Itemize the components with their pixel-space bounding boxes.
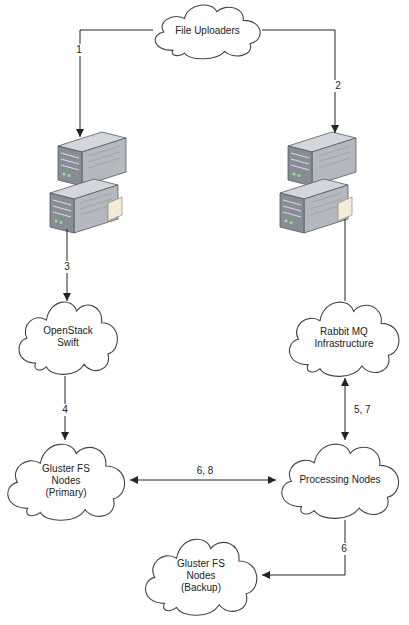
server-unit: [58, 132, 126, 186]
cloud-shape: [19, 302, 118, 374]
cloud-label: File Uploaders: [175, 25, 239, 37]
cloud-text-group: OpenStack Swift: [38, 325, 98, 349]
server-stack: [280, 132, 356, 233]
cloud-body: Processing Nodes: [276, 440, 404, 520]
connector-arrow: [345, 378, 346, 440]
cloud-shape: [289, 302, 398, 376]
connector-arrow: [262, 520, 345, 575]
flow-arrow: [80, 30, 153, 137]
cloud-node: Gluster FS Nodes (Backup): [140, 535, 262, 617]
cloud-shape: [155, 5, 260, 59]
callout-number: 3: [62, 261, 72, 273]
cloud-node: OpenStack Swift: [14, 298, 122, 376]
cloud-node: File Uploaders: [150, 2, 265, 60]
callout-number: 2: [333, 80, 343, 92]
cloud-node: Processing Nodes: [276, 440, 404, 520]
flow-arrow: [262, 30, 335, 133]
cloud-body: File Uploaders: [150, 2, 265, 60]
cloud-body: OpenStack Swift: [14, 298, 122, 376]
cloud-label: Gluster FS Nodes (Backup): [176, 558, 226, 594]
cloud-text-group: Processing Nodes: [299, 474, 380, 486]
paper-card: [338, 197, 352, 221]
cloud-label: OpenStack Swift: [38, 325, 98, 349]
cloud-node: Rabbit MQ Infrastructure: [284, 298, 404, 378]
callout-number: 1: [74, 44, 84, 56]
edge-label: 5, 7: [352, 404, 373, 416]
edge-label: 6, 8: [195, 465, 216, 477]
cloud-text-group: Rabbit MQ Infrastructure: [304, 326, 384, 350]
cloud-label: Processing Nodes: [299, 474, 380, 486]
cloud-text-group: File Uploaders: [175, 25, 239, 37]
cloud-shape: [8, 444, 125, 520]
cloud-shape: [282, 444, 399, 518]
flow-line: [345, 219, 346, 301]
server-unit: [288, 132, 356, 186]
edge-label: 4: [60, 404, 70, 416]
cloud-shape: [146, 539, 257, 615]
connector-arrow: [130, 480, 276, 481]
cloud-body: Rabbit MQ Infrastructure: [284, 298, 404, 378]
cloud-label: Rabbit MQ Infrastructure: [304, 326, 384, 350]
cloud-text-group: Gluster FS Nodes (Primary): [41, 463, 91, 499]
cloud-label: Gluster FS Nodes (Primary): [41, 463, 91, 499]
cloud-body: Gluster FS Nodes (Backup): [140, 535, 262, 617]
server-stack: [50, 132, 126, 233]
cloud-body: Gluster FS Nodes (Primary): [2, 440, 130, 522]
cloud-node: Gluster FS Nodes (Primary): [2, 440, 130, 522]
paper-card: [108, 197, 122, 221]
edge-label: 6: [339, 543, 349, 555]
cloud-text-group: Gluster FS Nodes (Backup): [176, 558, 226, 594]
